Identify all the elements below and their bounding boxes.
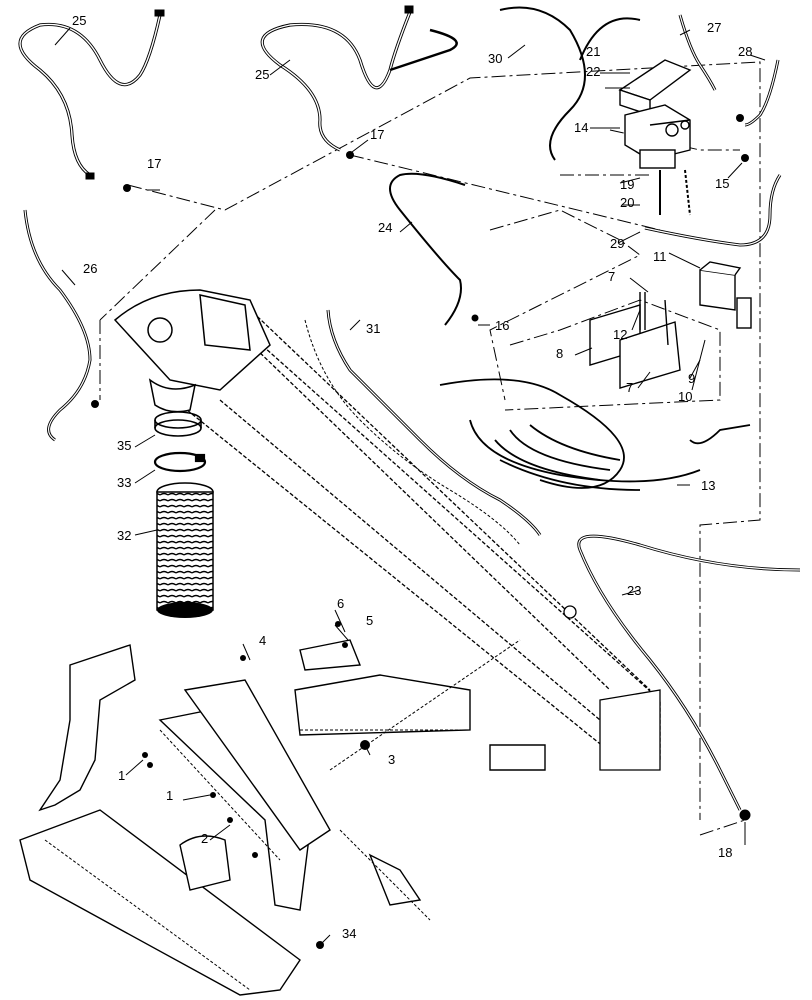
valve-block-14 [618,59,692,216]
callout-32: 32 [117,528,132,543]
boom-end [563,605,661,771]
callout-3: 3 [388,752,396,767]
hose-28 [744,59,780,127]
clamp-33 [153,451,207,473]
callout-9: 9 [688,371,696,386]
hose-30 [499,6,641,161]
callout-18: 18 [718,845,733,860]
fitting-17-right [346,151,354,159]
frame-hidden-lines [44,639,521,991]
callout-34: 34 [342,926,357,941]
callout-1-lower: 1 [166,788,174,803]
callout-10: 10 [678,389,693,404]
callout-23: 23 [627,583,642,598]
callout-12: 12 [613,327,628,342]
bellows-32 [156,482,214,618]
fitting-17-left [123,184,131,192]
boom-head [113,289,271,413]
callout-31: 31 [366,321,381,336]
callout-19: 19 [620,177,635,192]
callout-17-right: 17 [370,127,385,142]
callout-6: 6 [337,596,345,611]
callout-21: 21 [586,44,601,59]
callout-20: 20 [620,195,635,210]
callout-30: 30 [488,51,503,66]
hose-26 [23,209,99,442]
callout-2: 2 [201,831,209,846]
callout-14: 14 [574,120,589,135]
hose-27 [678,14,717,91]
callout-5: 5 [366,613,374,628]
callout-25-right: 25 [255,67,270,82]
hose-31 [304,309,542,546]
callout-17-left: 17 [147,156,162,171]
callout-26: 26 [83,261,98,276]
hose-25-right [260,5,458,152]
callout-13: 13 [701,478,716,493]
fitting-15 [741,154,749,162]
callout-7-lower: 7 [626,380,634,395]
callout-11: 11 [653,249,667,264]
callout-22: 22 [586,64,601,79]
callout-16: 16 [495,318,510,333]
hose-25-left [18,9,165,180]
ring-35 [154,411,202,437]
callout-4: 4 [259,633,267,648]
callout-27: 27 [707,20,722,35]
callout-35: 35 [117,438,132,453]
callout-15: 15 [715,176,730,191]
callout-8: 8 [556,346,564,361]
leader-lines [54,27,766,946]
hose-23 [577,534,801,821]
callout-33: 33 [117,475,132,490]
callout-29: 29 [610,236,625,251]
callout-28: 28 [738,44,753,59]
callout-24: 24 [378,220,393,235]
fitting-16 [471,314,479,322]
callout-7-upper: 7 [608,269,616,284]
hose-29 [644,174,782,247]
electrical-box-11 [589,261,752,389]
callout-1-upper: 1 [118,768,126,783]
hose-24 [389,172,466,326]
callout-25-left: 25 [72,13,87,28]
wiring-harness-13 [439,378,751,491]
frame-assembly [19,639,546,996]
fitting-upper [736,114,744,122]
